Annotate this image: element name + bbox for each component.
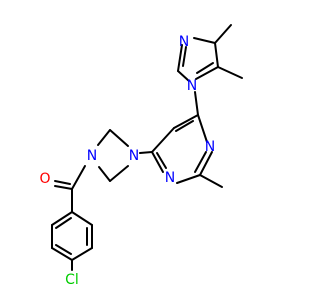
bond [214, 24, 232, 44]
bond [214, 42, 219, 68]
atom-label-n: N [187, 78, 197, 94]
bond [55, 244, 72, 255]
atom-label-o: O [39, 171, 50, 187]
atom-label-n: N [129, 148, 139, 164]
atom-labels: N N N N N N O Cl [39, 34, 215, 288]
bond [71, 211, 93, 226]
bond [194, 151, 207, 173]
bond [175, 120, 194, 132]
bond [54, 180, 71, 185]
bond [177, 44, 183, 72]
bond [151, 127, 175, 153]
bond [54, 185, 73, 190]
bond [176, 174, 201, 184]
bond [199, 174, 223, 188]
atom-label-cl: Cl [65, 272, 79, 288]
bond [71, 165, 86, 190]
atom-label-n: N [205, 139, 215, 155]
bond [109, 129, 129, 147]
bond [51, 247, 73, 261]
bond [194, 91, 199, 116]
chemical-structure: N N N N N N O Cl [0, 0, 300, 300]
bond [182, 46, 187, 67]
atom-label-n: N [165, 170, 175, 186]
bond [109, 165, 129, 182]
bond [97, 129, 111, 146]
bonds [51, 24, 243, 271]
bond [173, 114, 199, 129]
bond [139, 151, 153, 154]
bond [217, 66, 243, 79]
bond [197, 114, 208, 143]
structure-background [0, 0, 300, 300]
bond [196, 62, 214, 74]
atom-label-n: N [179, 34, 189, 50]
bond [177, 70, 190, 82]
bond [199, 151, 213, 176]
bond [193, 37, 216, 44]
bond [98, 166, 111, 182]
bond [55, 217, 72, 229]
bond [156, 152, 167, 169]
bond [151, 151, 164, 173]
bond [51, 211, 73, 226]
bond [71, 247, 93, 261]
bond [195, 66, 219, 80]
atom-label-n: N [87, 148, 97, 164]
